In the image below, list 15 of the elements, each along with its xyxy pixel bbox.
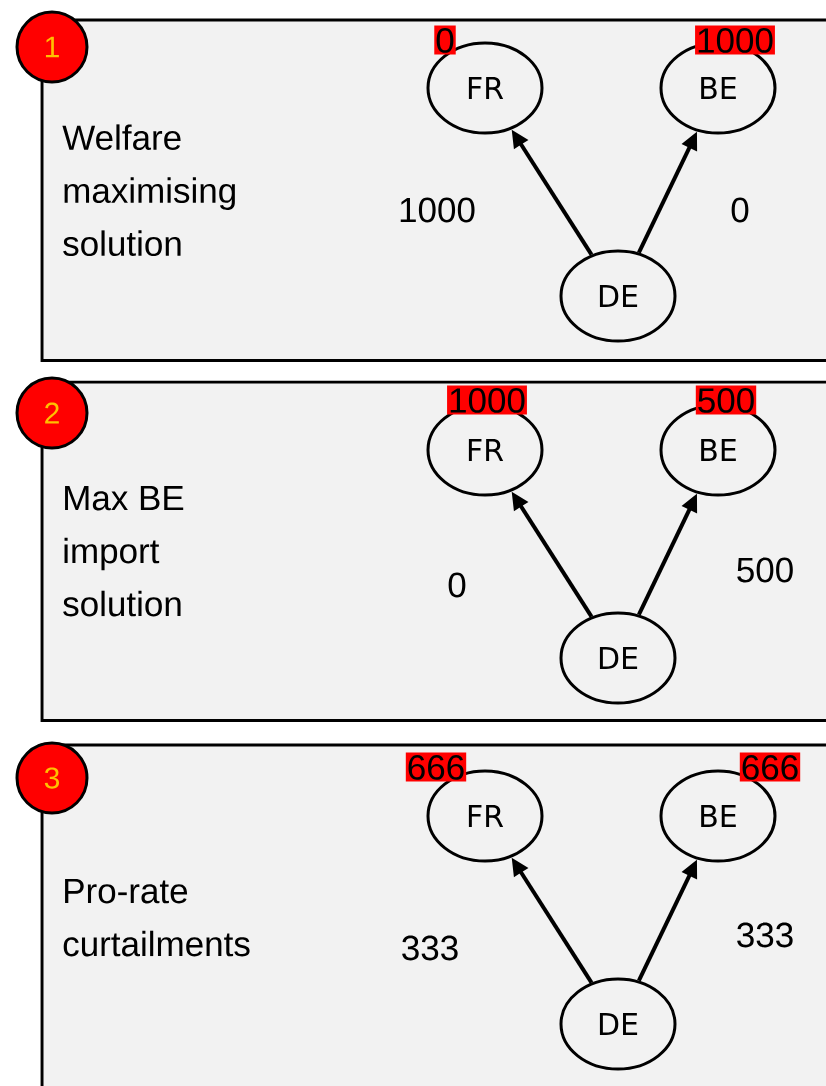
value-tag: 500: [695, 385, 757, 415]
edge-label: 1000: [396, 195, 478, 225]
value-tag: 666: [405, 752, 467, 782]
edge-label: 0: [728, 195, 752, 225]
edge-label: 500: [733, 555, 797, 585]
number-badge: 1: [15, 10, 89, 84]
value-tag: 1000: [695, 25, 775, 55]
number-badge: 2: [15, 376, 89, 450]
edge-label: 333: [398, 933, 462, 963]
number-badge: 3: [15, 741, 89, 815]
value-tag: 666: [739, 752, 801, 782]
value-tag: 1000: [447, 385, 527, 415]
edge-label: 333: [733, 920, 797, 950]
value-tag: 0: [434, 25, 456, 55]
edge-label: 0: [445, 570, 469, 600]
